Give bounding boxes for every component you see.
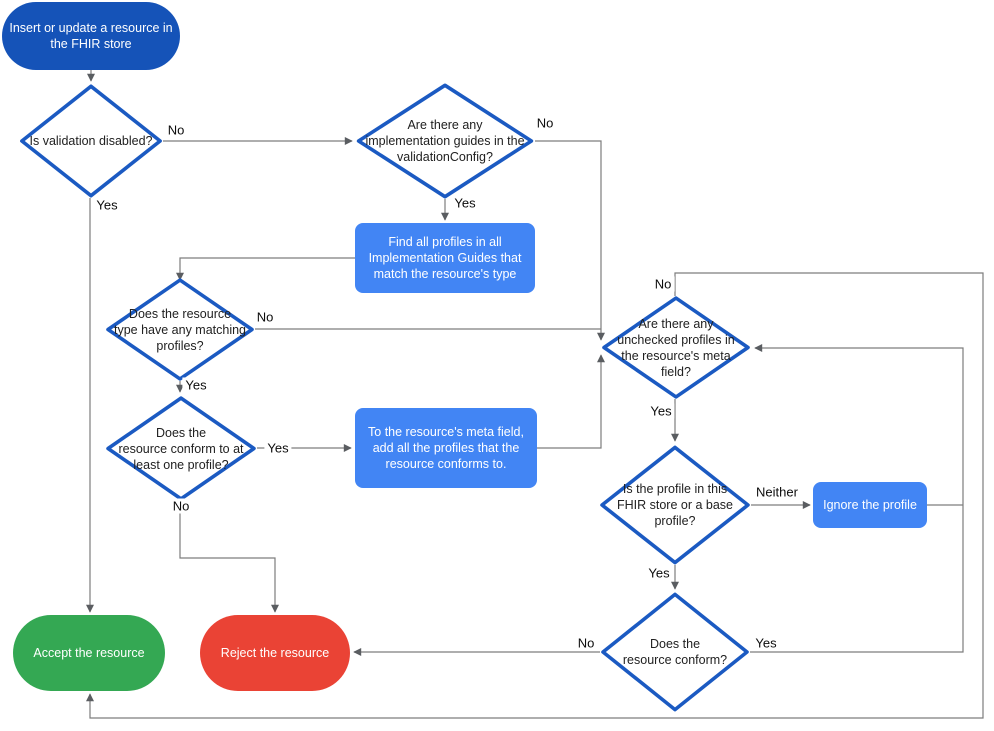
accept-node: Accept the resource <box>13 615 165 691</box>
decision-is-validation-disabled: Is validation disabled? <box>19 84 163 198</box>
diamond-shape <box>355 83 535 199</box>
accept-node-label: Accept the resource <box>33 646 145 660</box>
diamond-shape <box>105 278 255 381</box>
reject-node: Reject the resource <box>200 615 350 691</box>
edge-label-guides-yes: Yes <box>451 195 479 211</box>
process-ignore-profile: Ignore the profile <box>813 482 927 528</box>
decision-implementation-guides: Are there any implementation guides in t… <box>355 83 535 199</box>
edge-label-validation-yes: Yes <box>93 197 121 213</box>
decision-matching-profiles-label: Does the resource type have any matching… <box>113 306 247 353</box>
diamond-shape <box>19 84 163 198</box>
edge-label-unchecked-yes: Yes <box>647 403 675 419</box>
decision-unchecked-profiles: Are there any unchecked profiles in the … <box>601 296 751 399</box>
edge-label-guides-no: No <box>533 115 557 131</box>
decision-is-validation-disabled-label: Is validation disabled? <box>29 134 153 148</box>
connector-conforms-no-to-reject <box>179 501 279 613</box>
connector-findprofiles-to-matching <box>176 257 355 281</box>
connector-conform-yes-loop-to-unchecked <box>750 344 964 653</box>
decision-conforms-to-one-label: Does the resource conform to at least on… <box>118 425 244 472</box>
edge-label-matching-yes: Yes <box>182 377 210 393</box>
decision-does-resource-conform: Does the resource conform? <box>600 592 750 712</box>
edge-label-conform-yes: Yes <box>752 635 780 651</box>
edge-label-conforms-no: No <box>169 498 193 514</box>
edge-label-conform-no: No <box>574 635 598 651</box>
edge-label-profilestore-neither: Neither <box>753 484 801 500</box>
diamond-shape <box>601 296 751 399</box>
connector-guides-no-to-unchecked <box>535 140 605 341</box>
decision-profile-in-store: Is the profile in this FHIR store or a b… <box>599 445 751 565</box>
reject-node-label: Reject the resource <box>220 646 330 660</box>
edge-label-conforms-yes: Yes <box>264 440 292 456</box>
process-ignore-profile-label: Ignore the profile <box>823 498 917 512</box>
decision-conforms-to-one: Does the resource conform to at least on… <box>105 396 257 501</box>
diamond-shape <box>600 592 750 712</box>
process-add-profiles-to-meta: To the resource's meta field, add all th… <box>355 408 537 488</box>
start-node-label: Insert or update a resource in the FHIR … <box>9 21 173 51</box>
process-add-profiles-to-meta-label: To the resource's meta field, add all th… <box>368 425 524 471</box>
decision-implementation-guides-label: Are there any implementation guides in t… <box>365 118 525 164</box>
edge-label-matching-no: No <box>253 309 277 325</box>
edge-label-profilestore-yes: Yes <box>645 565 673 581</box>
connector-unchecked-no-to-accept <box>86 272 984 719</box>
process-find-profiles: Find all profiles in all Implementation … <box>355 223 535 293</box>
decision-matching-profiles: Does the resource type have any matching… <box>105 278 255 381</box>
decision-does-resource-conform-label: Does the resource conform? <box>622 637 728 667</box>
edge-label-unchecked-no: No <box>651 276 675 292</box>
diamond-shape <box>599 445 751 565</box>
start-node: Insert or update a resource in the FHIR … <box>2 2 180 70</box>
decision-unchecked-profiles-label: Are there any unchecked profiles in the … <box>617 316 735 379</box>
process-find-profiles-label: Find all profiles in all Implementation … <box>368 235 522 281</box>
decision-profile-in-store-label: Is the profile in this FHIR store or a b… <box>616 482 733 528</box>
edge-label-validation-no: No <box>164 122 188 138</box>
connector-addmeta-to-unchecked <box>537 354 605 449</box>
